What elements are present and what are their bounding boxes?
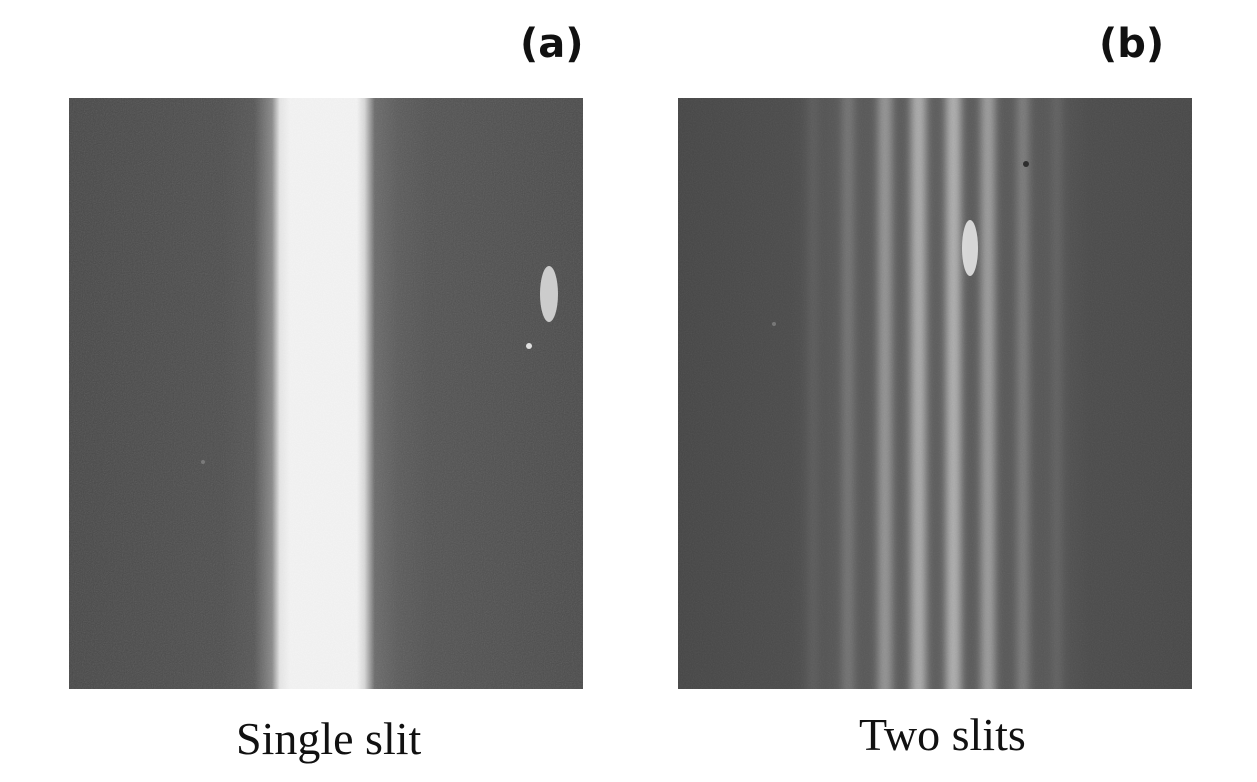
caption-single-slit: Single slit [236,713,422,764]
label-a: (a) [520,21,584,67]
single-slit-pattern-icon [69,98,583,689]
double-slit-interference-pattern-icon [678,98,1192,689]
caption-two-slits: Two slits [859,709,1026,760]
label-b: (b) [1099,21,1165,67]
single-slit-photo [69,98,583,689]
two-slits-photo [678,98,1192,689]
